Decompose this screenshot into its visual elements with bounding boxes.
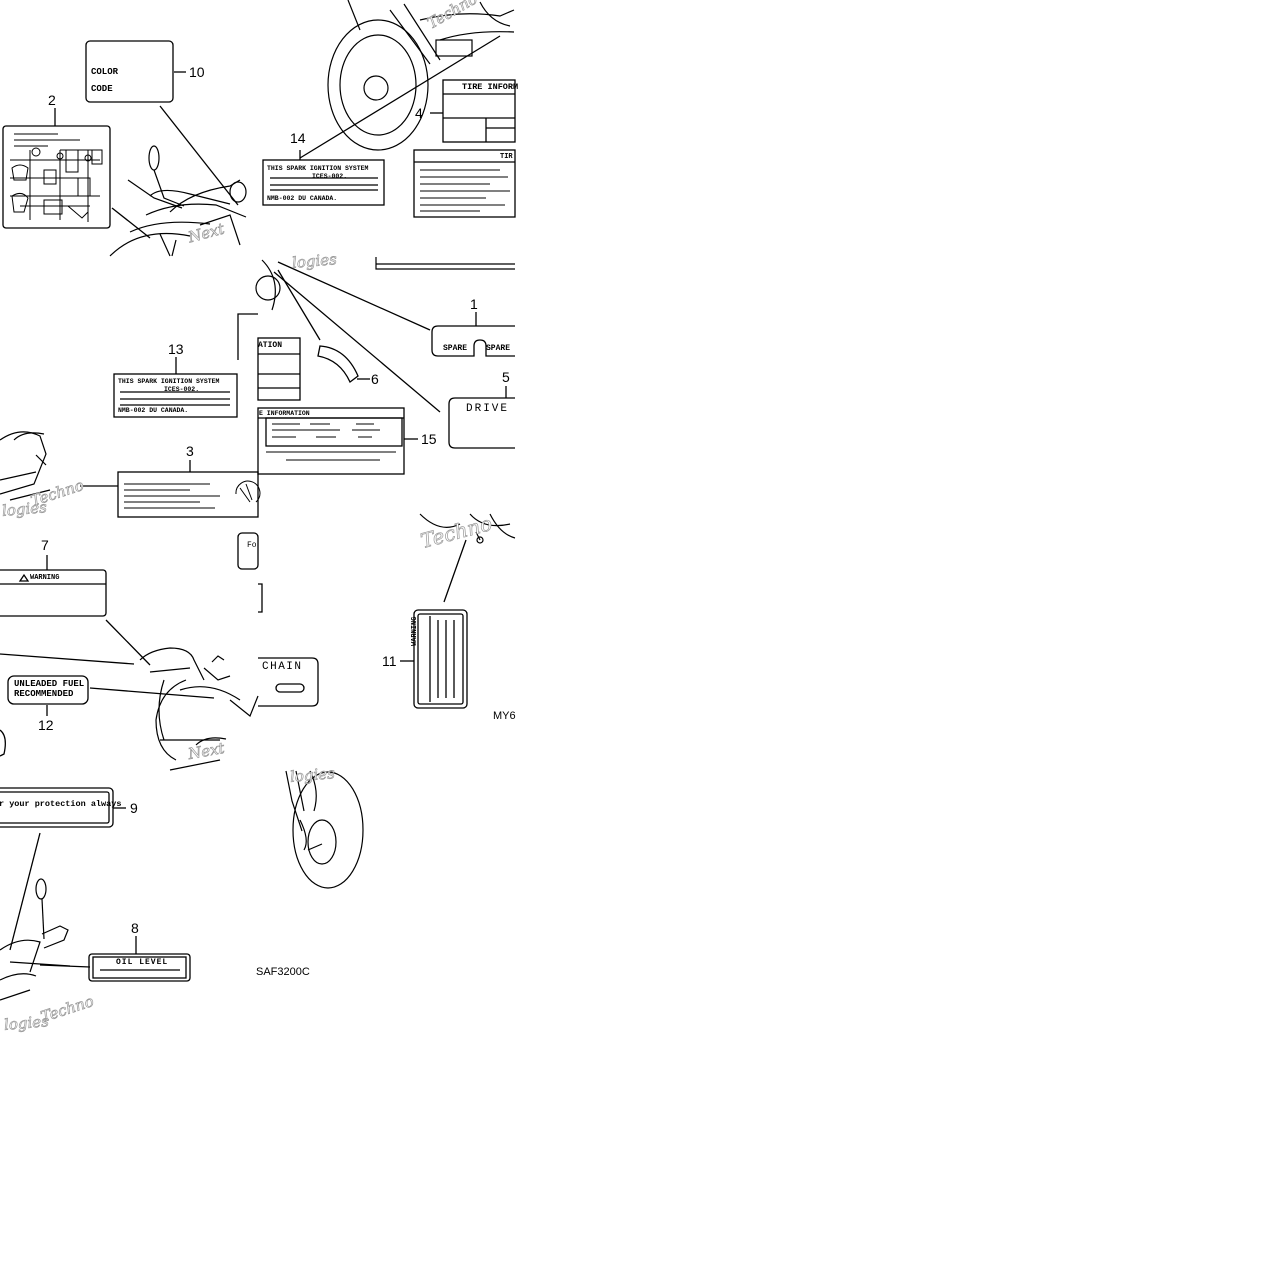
spare-text-2: SPARE bbox=[486, 344, 511, 353]
e-information-text: E INFORMATION bbox=[259, 410, 310, 417]
tire-information-label-top bbox=[442, 79, 516, 143]
callout-14: 14 bbox=[290, 130, 306, 146]
color-code-label bbox=[85, 40, 174, 103]
callout-12: 12 bbox=[38, 717, 54, 733]
drawing-code-right: MY6 bbox=[493, 710, 516, 722]
drive-label bbox=[448, 397, 515, 449]
rim-stripe-label bbox=[317, 345, 359, 384]
drawing-code-bottom: SAF3200C bbox=[256, 966, 310, 978]
fo-text: Fo bbox=[247, 541, 257, 550]
tire-large-text: TIR bbox=[500, 153, 513, 161]
drive-text: DRIVE bbox=[466, 403, 510, 415]
callout-9: 9 bbox=[130, 800, 138, 816]
tire-information-label-large bbox=[413, 149, 516, 218]
spark-13-line1: THIS SPARK IGNITION SYSTEM bbox=[118, 378, 220, 385]
callout-2: 2 bbox=[48, 92, 56, 108]
spare-label bbox=[431, 325, 515, 357]
oil-level-text: OIL LEVEL bbox=[116, 958, 169, 967]
warning-7-text: WARNING bbox=[30, 574, 60, 582]
callout-15: 15 bbox=[421, 431, 437, 447]
callout-7: 7 bbox=[41, 537, 49, 553]
tire-info-top-text: TIRE INFORM bbox=[462, 82, 519, 92]
ation-text: ATION bbox=[258, 341, 283, 350]
unleaded-line2: RECOMMENDED bbox=[14, 689, 74, 699]
code-text: CODE bbox=[91, 84, 113, 94]
spark-14-line1: THIS SPARK IGNITION SYSTEM bbox=[267, 165, 369, 172]
tire-information-label-middle bbox=[257, 337, 301, 401]
callout-10: 10 bbox=[189, 64, 205, 80]
callout-3: 3 bbox=[186, 443, 194, 459]
frame-label-3 bbox=[117, 471, 259, 518]
callout-1: 1 bbox=[470, 296, 478, 312]
unleaded-line1: UNLEADED FUEL bbox=[14, 679, 85, 689]
wiring-diagram-label bbox=[2, 125, 111, 229]
unleaded-fuel-label bbox=[7, 675, 89, 705]
spare-text-1: SPARE bbox=[443, 344, 468, 353]
callout-4: 4 bbox=[415, 105, 423, 121]
spark-13-line2: ICES-002. bbox=[164, 386, 200, 393]
callout-8: 8 bbox=[131, 920, 139, 936]
chain-text: CHAIN bbox=[262, 661, 303, 673]
warning-11-text: WARNING bbox=[411, 616, 419, 646]
oil-level-label bbox=[88, 953, 191, 982]
spark-ignition-label-13 bbox=[113, 373, 238, 418]
protection-text: r your protection always bbox=[0, 799, 122, 809]
tire-information-label-15 bbox=[257, 407, 405, 475]
spark-14-line3: NMB-002 DU CANADA. bbox=[267, 195, 338, 202]
callout-5: 5 bbox=[502, 369, 510, 385]
spark-13-line3: NMB-002 DU CANADA. bbox=[118, 407, 189, 414]
chain-label bbox=[258, 657, 319, 707]
warning-label-11 bbox=[413, 609, 468, 709]
callout-11: 11 bbox=[382, 653, 397, 669]
callout-6: 6 bbox=[371, 371, 379, 387]
spark-14-line2: ICES-002. bbox=[312, 173, 348, 180]
callout-13: 13 bbox=[168, 341, 184, 357]
spark-ignition-label-14 bbox=[262, 159, 385, 206]
color-text: COLOR bbox=[91, 67, 119, 77]
warning-label-7 bbox=[0, 569, 107, 617]
